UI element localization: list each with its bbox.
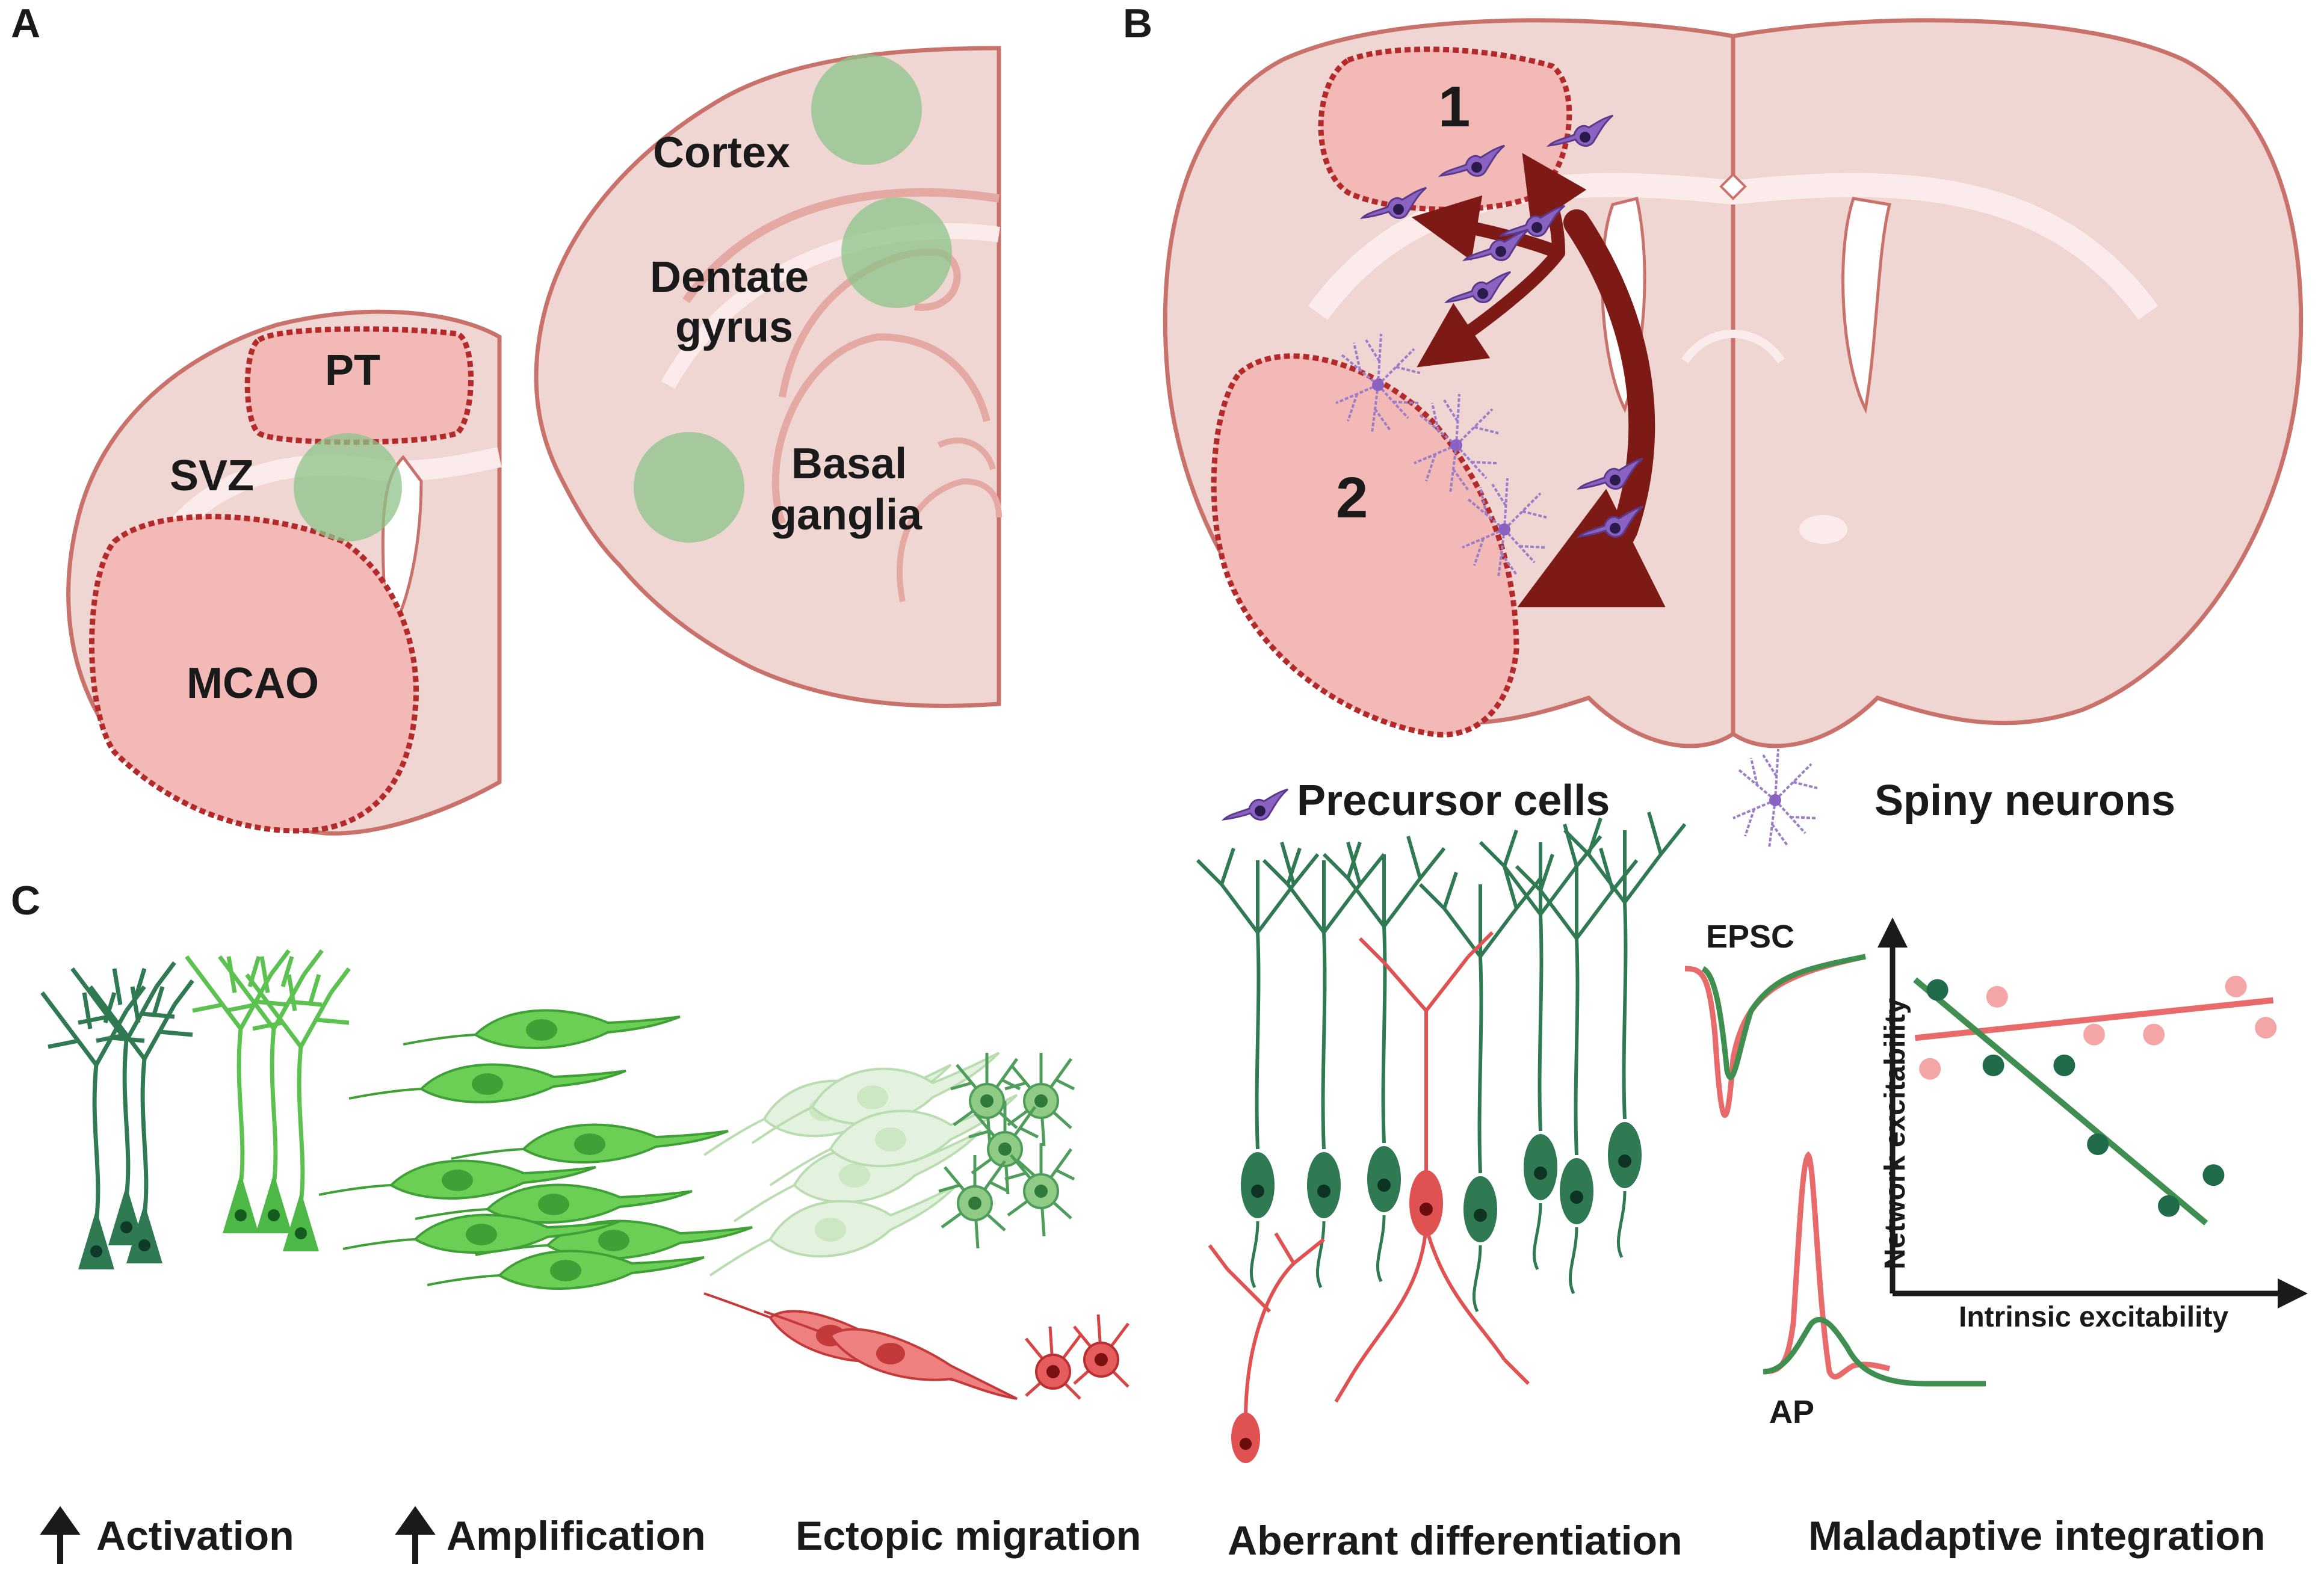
label-epsc: EPSC [1706,919,1794,955]
chart-xlabel: Intrinsic excitability [1959,1301,2228,1333]
caption-activation: Activation [96,1513,294,1559]
scatter-point-0-3 [2143,1023,2165,1046]
activation-neurons [42,951,349,1269]
legend-spiny-neurons: Spiny neurons [1874,777,2175,825]
ectopic-migration-cells [703,1053,1128,1399]
trend-line-1 [1913,977,2208,1225]
precursor-cell-icon [1223,788,1289,821]
niche-basal-ganglia [634,432,744,543]
scatter-point-1-3 [2087,1133,2109,1155]
label-basal-line1: Basal [791,440,907,488]
caption-maladaptive-integration: Maladaptive integration [1808,1513,2265,1559]
chart-x-arrowhead [2278,1278,2308,1308]
label-dentate-line1: Dentate [650,253,809,301]
scatter-point-0-1 [1986,985,2008,1008]
caption-amplification: Amplification [447,1513,706,1559]
scatter-point-0-0 [1919,1058,1941,1080]
label-ap: AP [1769,1394,1814,1430]
label-region-1: 1 [1438,75,1470,139]
scatter-point-0-5 [2255,1017,2277,1039]
legend-precursor-cells: Precursor cells [1297,777,1610,825]
label-cortex: Cortex [653,129,790,177]
scatter-point-1-0 [1926,979,1949,1001]
niche-dentate-gyrus [841,197,952,308]
excitability-chart: Network excitability Intrinsic excitabil… [1877,917,2308,1333]
caption-aberrant-differentiation: Aberrant differentiation [1228,1518,1683,1564]
label-dentate-line2: gyrus [675,303,793,351]
lesion-pt [244,326,474,445]
spiny-neuron-icon [1732,748,1819,849]
ap-trace [1763,1151,1986,1387]
niche-cortex [811,54,922,165]
lesion-mcao [89,514,419,834]
scatter-point-1-1 [1982,1054,2004,1076]
up-arrow-activation [40,1506,81,1564]
label-basal-line2: ganglia [770,491,922,539]
panel-letter-a: A [11,1,40,46]
panel-letter-c: C [11,878,40,923]
amplification-cells [318,1009,753,1290]
aberrant-differentiation-neurons [1198,812,1685,1463]
scatter-point-0-4 [2225,975,2247,997]
label-region-2: 2 [1336,466,1368,530]
up-arrow-amplification [395,1506,436,1564]
chart-y-arrowhead [1877,917,1908,948]
chart-ylabel: Network excitability [1879,998,1911,1269]
scatter-point-0-2 [2083,1023,2105,1046]
label-mcao: MCAO [187,659,319,707]
scatter-point-1-5 [2202,1164,2225,1186]
niche-svz [294,433,402,541]
label-pt: PT [325,347,380,395]
label-svz: SVZ [170,452,254,500]
caption-ectopic-migration: Ectopic migration [796,1513,1141,1559]
epsc-trace [1684,954,1866,1118]
scatter-point-1-2 [2053,1054,2075,1076]
panel-letter-b: B [1123,1,1152,46]
scatter-point-1-4 [2158,1195,2180,1217]
